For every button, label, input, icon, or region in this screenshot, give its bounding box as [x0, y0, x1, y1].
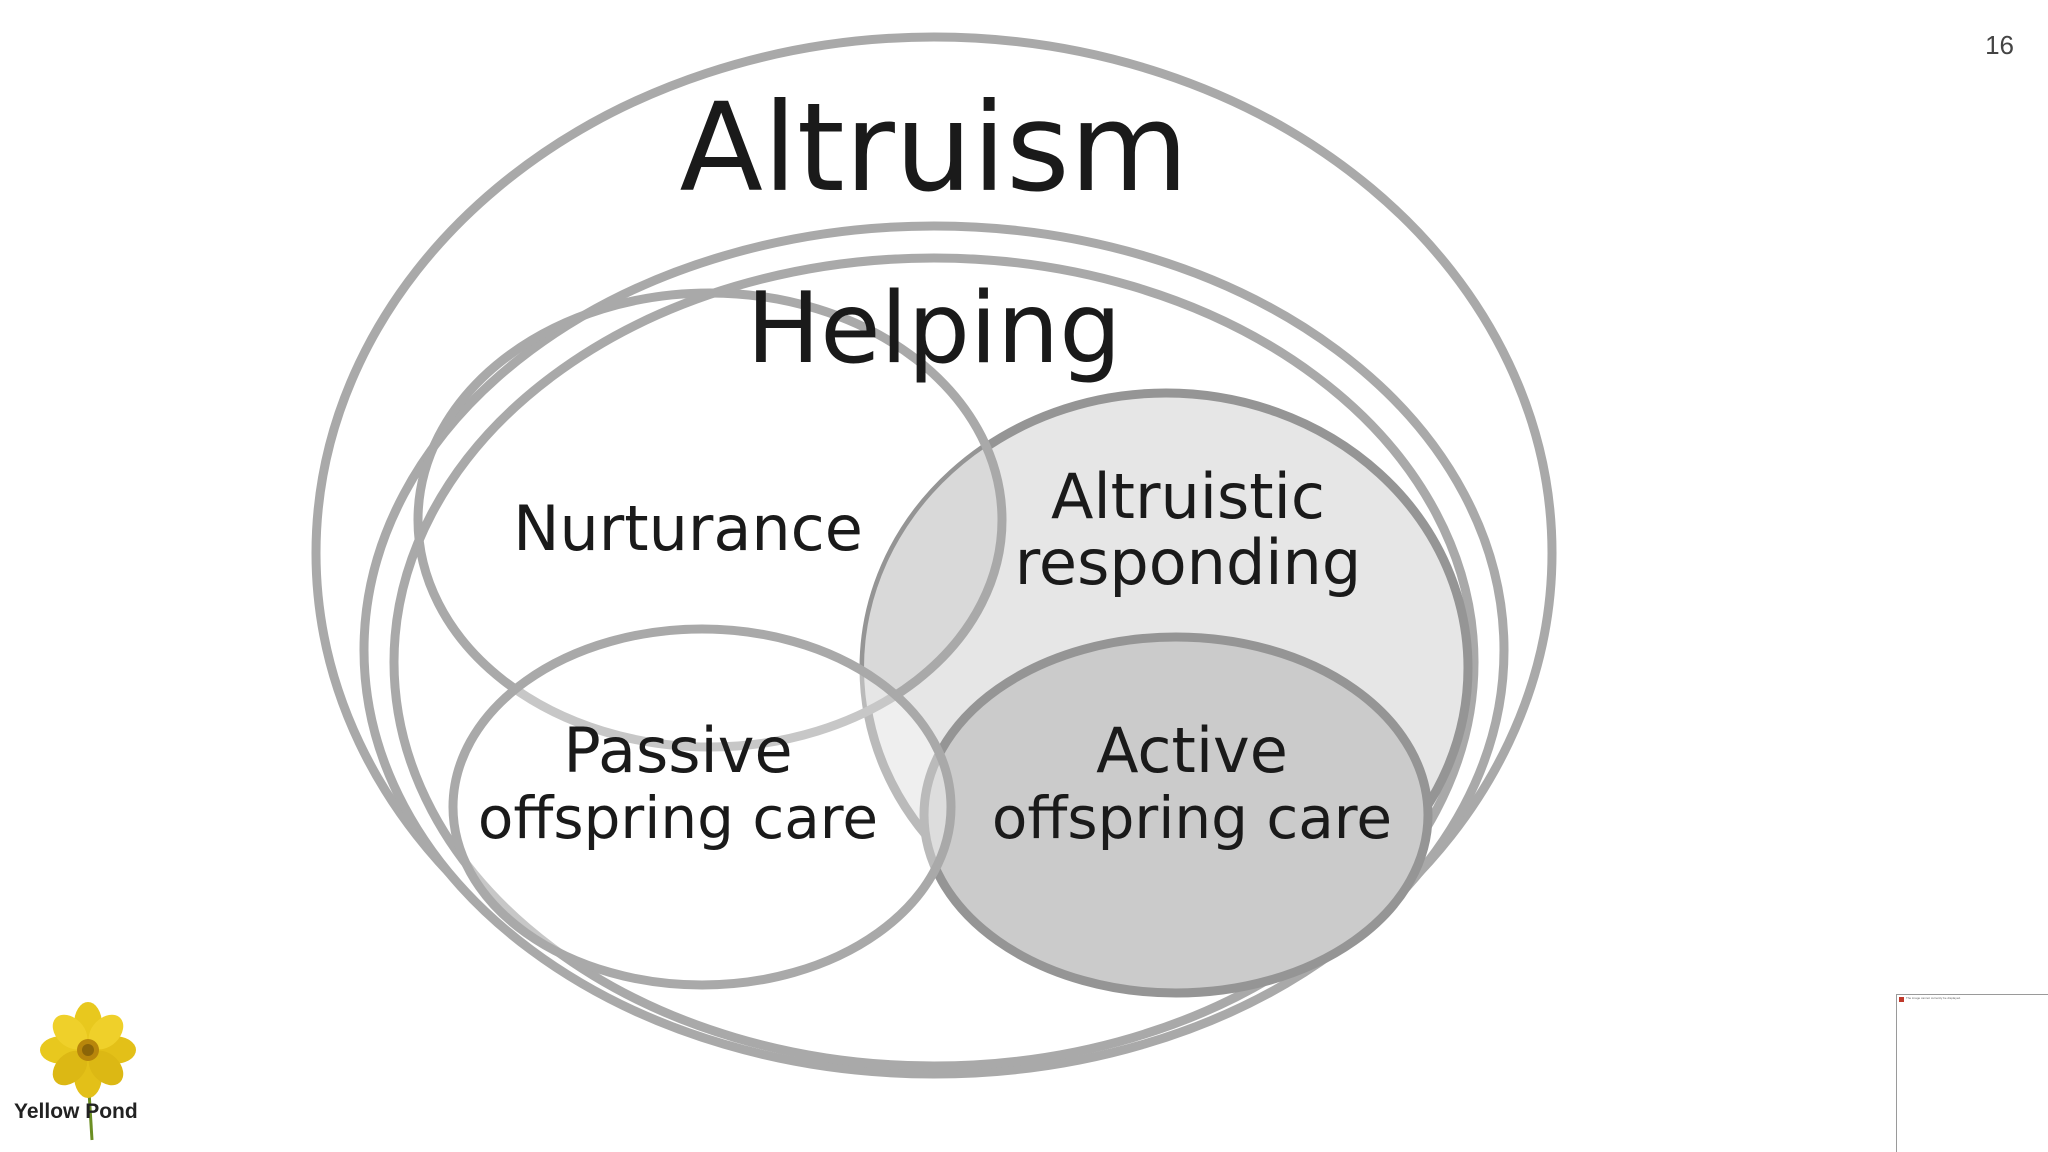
helping-label: Helping	[747, 272, 1122, 386]
broken-image-icon	[1899, 997, 1904, 1002]
nurturance-ellipse	[413, 288, 1007, 752]
passive-offspring-care-ellipse	[448, 624, 956, 990]
altruism-label: Altruism	[680, 77, 1189, 219]
passive-offspring-care-label-line1: Passive	[563, 714, 792, 787]
logo-text: Yellow Pond	[14, 1100, 138, 1123]
altruistic-responding-label-line1: Altruistic	[1051, 460, 1325, 533]
active-offspring-care-ellipse	[919, 632, 1433, 998]
passive-offspring-care-label-line2: offspring care	[478, 784, 878, 852]
active-offspring-care-label-line2: offspring care	[992, 784, 1392, 852]
altruistic-responding-label-line2: responding	[1015, 526, 1361, 599]
page-number: 16	[1985, 30, 2014, 60]
nurturance-label: Nurturance	[513, 492, 863, 565]
active-offspring-care-label-line1: Active	[1096, 714, 1288, 787]
yellow-flower-icon	[40, 1002, 136, 1141]
image-placeholder-text: The image cannot currently be displayed.	[1906, 996, 1961, 1000]
image-placeholder: The image cannot currently be displayed.	[1896, 994, 2048, 1152]
